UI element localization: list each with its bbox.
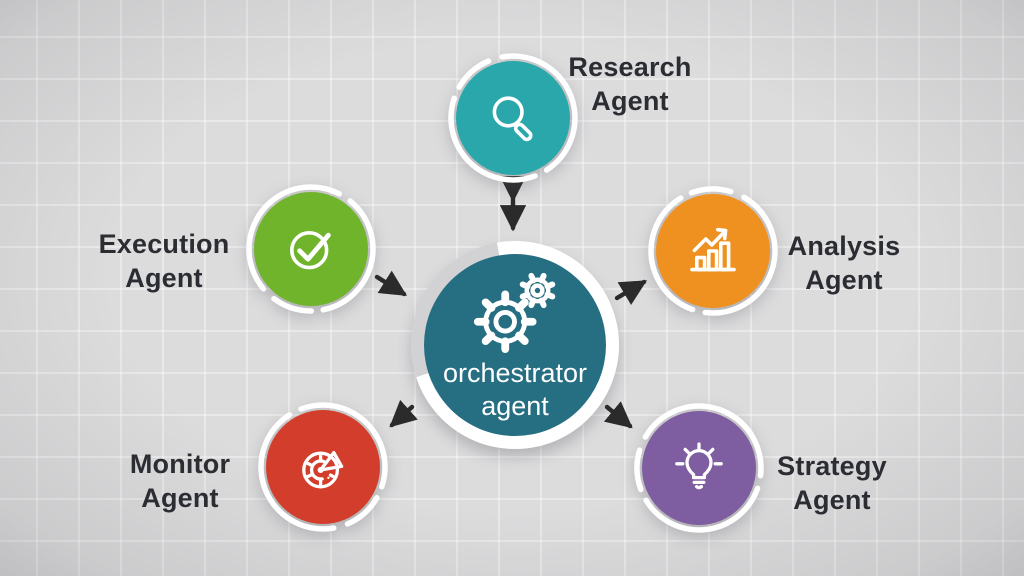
strategy-circle bbox=[642, 411, 756, 525]
execution-ring bbox=[246, 184, 376, 314]
arrow-center-analysis bbox=[614, 279, 648, 306]
bar-chart-icon bbox=[690, 227, 736, 272]
research-ring bbox=[448, 53, 578, 183]
research-agent-label: Research Agent bbox=[568, 52, 692, 116]
gears-icon bbox=[473, 272, 556, 354]
research-agent-node bbox=[448, 53, 578, 183]
research-circle bbox=[456, 61, 570, 175]
execution-agent-node bbox=[246, 184, 376, 314]
strategy-agent-label: Strategy Agent bbox=[777, 451, 887, 515]
monitor-agent-node bbox=[258, 402, 388, 532]
arrow-center-strategy bbox=[603, 401, 633, 429]
arrow-execution-center bbox=[374, 270, 407, 297]
analysis-ring bbox=[648, 186, 778, 316]
monitor-ring bbox=[258, 402, 388, 532]
arrow-center-monitor bbox=[389, 399, 418, 428]
orchestrator-node: orchestrator agent bbox=[424, 254, 606, 436]
checkmark-icon bbox=[290, 231, 331, 270]
monitor-agent-label: Monitor Agent bbox=[129, 449, 231, 513]
magnifier-icon bbox=[492, 96, 533, 142]
strategy-agent-node bbox=[634, 403, 764, 533]
orchestrator-ring: orchestrator agent bbox=[411, 241, 619, 449]
analysis-agent-node bbox=[648, 186, 778, 316]
execution-circle bbox=[254, 192, 368, 306]
strategy-ring bbox=[634, 403, 764, 533]
execution-agent-label: Execution Agent bbox=[98, 229, 230, 293]
analysis-agent-label: Analysis Agent bbox=[787, 231, 901, 295]
radar-icon bbox=[302, 450, 344, 489]
lightbulb-icon bbox=[675, 442, 723, 490]
orchestrator-label: orchestrator agent bbox=[442, 358, 588, 421]
